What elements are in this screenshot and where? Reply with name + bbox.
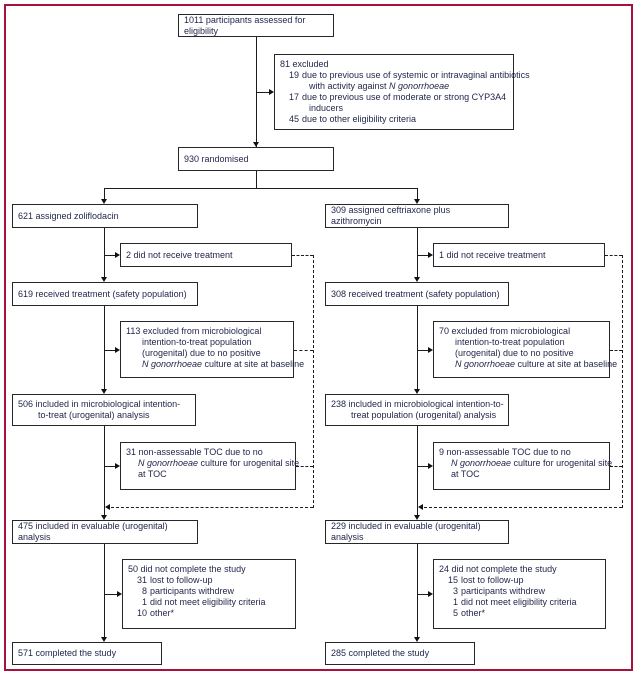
- excluded-item-continuation: inducers: [309, 103, 344, 113]
- flow-line: [104, 306, 105, 390]
- assessed-box: 1011 participants assessed for eligibili…: [178, 14, 334, 37]
- left-evaluable-box: 475 included in evaluable (urogenital) a…: [12, 520, 198, 544]
- flow-line: [417, 544, 418, 638]
- flow-line: [104, 228, 105, 278]
- flow-line: [104, 594, 118, 595]
- left-assigned-box: 621 assigned zoliflodacin: [12, 204, 198, 228]
- flow-line: [256, 171, 257, 188]
- dashed-line: [111, 507, 313, 508]
- left-received-box: 619 received treatment (safety populatio…: [12, 282, 198, 306]
- pathogen-name: N gonorrhoeae: [142, 359, 203, 369]
- pathogen-name: N gonorrhoeae: [455, 359, 516, 369]
- flow-line: [417, 350, 429, 351]
- flow-line: [256, 92, 269, 93]
- flow-line: [417, 228, 418, 278]
- flow-line: [104, 350, 116, 351]
- arrow-left: [418, 504, 423, 510]
- flow-line: [417, 426, 418, 516]
- right-not-treated-box: 1 did not receive treatment: [433, 243, 605, 267]
- right-assigned-box: 309 assigned ceftriaxone plus azithromyc…: [325, 204, 509, 228]
- right-included-mitt-box: 238 included in microbiological intentio…: [325, 394, 509, 426]
- arrow-right: [269, 89, 274, 95]
- dashed-line: [296, 466, 313, 467]
- randomised-box: 930 randomised: [178, 147, 334, 171]
- dashed-line: [294, 350, 313, 351]
- arrow-down: [101, 199, 107, 204]
- arrow-down: [101, 515, 107, 520]
- dashed-line: [605, 255, 622, 256]
- figure-border-frame: [4, 4, 633, 671]
- randomised-text: 930 randomised: [184, 153, 249, 164]
- arrow-down: [414, 277, 420, 282]
- arrow-down: [253, 142, 259, 147]
- dashed-line: [610, 466, 622, 467]
- arrow-right: [115, 463, 120, 469]
- flow-line: [104, 466, 116, 467]
- pathogen-name: N gonorrhoeae: [138, 458, 199, 468]
- dashed-line: [622, 255, 623, 508]
- arrow-right: [428, 591, 433, 597]
- right-completed-box: 285 completed the study: [325, 642, 475, 665]
- dashed-line: [313, 255, 314, 508]
- arrow-right: [115, 347, 120, 353]
- flow-line: [417, 594, 429, 595]
- pathogen-name: N gonorrhoeae: [389, 81, 450, 91]
- left-not-treated-box: 2 did not receive treatment: [120, 243, 292, 267]
- flow-line: [104, 544, 105, 638]
- excluded-item-continuation: with activity against N gonorrhoeae: [309, 81, 450, 91]
- arrow-left: [105, 504, 110, 510]
- arrow-right: [115, 252, 120, 258]
- left-non-assessable-box: 31 non-assessable TOC due to no N gonorr…: [120, 442, 299, 490]
- arrow-right: [428, 463, 433, 469]
- flow-line: [417, 466, 429, 467]
- arrow-down: [414, 637, 420, 642]
- right-excluded-mitt-box: 70 excluded from microbiological intenti…: [433, 321, 617, 378]
- arrow-down: [101, 277, 107, 282]
- left-included-mitt-box: 506 included in microbiological intentio…: [12, 394, 196, 426]
- flow-line: [104, 255, 116, 256]
- right-evaluable-box: 229 included in evaluable (urogenital) a…: [325, 520, 509, 544]
- flow-line: [104, 188, 105, 200]
- flow-line: [104, 188, 418, 189]
- pathogen-name: N gonorrhoeae: [451, 458, 512, 468]
- flow-line: [417, 188, 418, 200]
- arrow-down: [414, 515, 420, 520]
- arrow-down: [414, 389, 420, 394]
- arrow-down: [101, 389, 107, 394]
- right-non-assessable-box: 9 non-assessable TOC due to no N gonorrh…: [433, 442, 612, 490]
- dashed-line: [424, 507, 622, 508]
- flow-line: [104, 426, 105, 516]
- dashed-line: [292, 255, 313, 256]
- arrow-down: [414, 199, 420, 204]
- flow-line: [417, 255, 429, 256]
- left-completed-box: 571 completed the study: [12, 642, 162, 665]
- arrow-right: [428, 347, 433, 353]
- left-excluded-mitt-box: 113 excluded from microbiological intent…: [120, 321, 304, 378]
- arrow-right: [428, 252, 433, 258]
- flow-line: [417, 306, 418, 390]
- excluded-title: 81 excluded: [280, 59, 329, 69]
- assessed-text: 1011 participants assessed for eligibili…: [184, 14, 306, 36]
- right-received-box: 308 received treatment (safety populatio…: [325, 282, 509, 306]
- arrow-right: [117, 591, 122, 597]
- dashed-line: [610, 350, 622, 351]
- arrow-down: [101, 637, 107, 642]
